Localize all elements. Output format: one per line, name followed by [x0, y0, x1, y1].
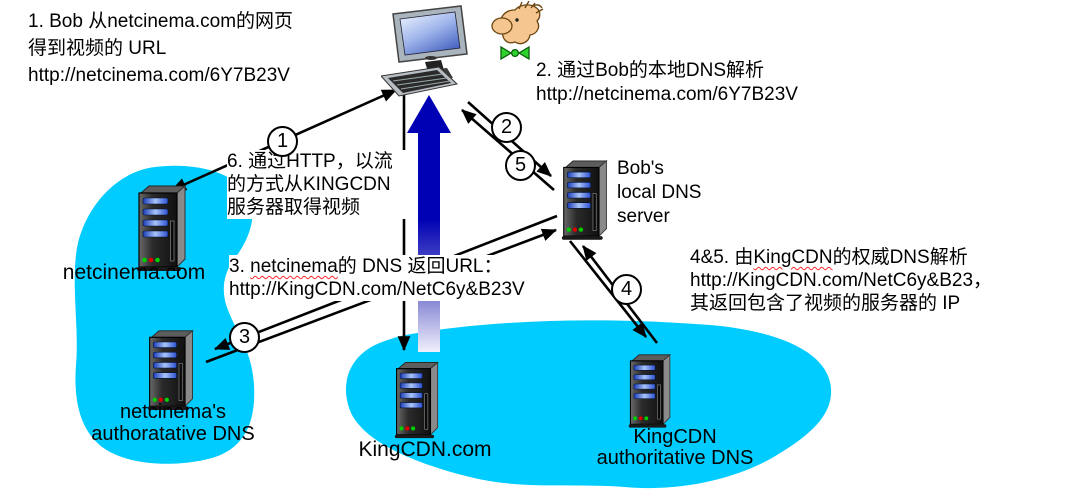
spellcheck-underline: KingCDN [753, 247, 833, 268]
kingcdn-server-icon [393, 358, 443, 440]
netcinema-auth-dns-label: netcinema's authoratative DNS [91, 401, 255, 445]
netcinema-label: netcinema.com [62, 261, 206, 284]
video-stream-arrow [407, 95, 451, 352]
step3-annotation: 3. netcinema的 DNS 返回URL： http://KingCDN.… [229, 255, 543, 301]
step-circle-2: 2 [491, 112, 522, 143]
step45-line1: 4&5. 由KingCDN的权威DNS解析 [690, 247, 968, 268]
kingcdn-auth-dns-server-icon [627, 351, 675, 429]
step-circle-3: 3 [229, 322, 260, 353]
netcinema-server-icon [134, 183, 192, 271]
step3-line1: 3. netcinema的 DNS 返回URL： [229, 256, 503, 277]
person-icon [491, 1, 544, 61]
step1-annotation: 1. Bob 从netcinema.com的网页 得到视频的 URL http:… [28, 11, 294, 86]
step45-annotation: 4&5. 由KingCDN的权威DNS解析 http://KingCDN.com… [690, 247, 993, 314]
desktop-computer-icon [381, 5, 468, 97]
step-circle-4: 4 [611, 274, 642, 305]
local-dns-server-icon [560, 153, 612, 245]
local-dns-label: Bob's local DNS server [617, 158, 702, 227]
step-circle-1: 1 [267, 126, 298, 157]
netcinema-auth-dns-server-icon [144, 328, 200, 410]
netcinema-network-blob [74, 165, 255, 464]
spellcheck-underline: netcinema [250, 256, 338, 277]
kingcdn-auth-dns-label: KingCDN authoritative DNS [596, 426, 754, 469]
step2-annotation: 2. 通过Bob的本地DNS解析 http://netcinema.com/6Y… [536, 60, 798, 105]
arrow-step5-localdns-client [461, 109, 555, 191]
step-circle-5: 5 [505, 150, 536, 181]
step6-annotation: 6. 通过HTTP，以流 的方式从KINGCDN 服务器取得视频 [227, 150, 411, 219]
kingcdn-network-blob [345, 320, 832, 489]
kingcdn-label: KingCDN.com [358, 438, 492, 461]
